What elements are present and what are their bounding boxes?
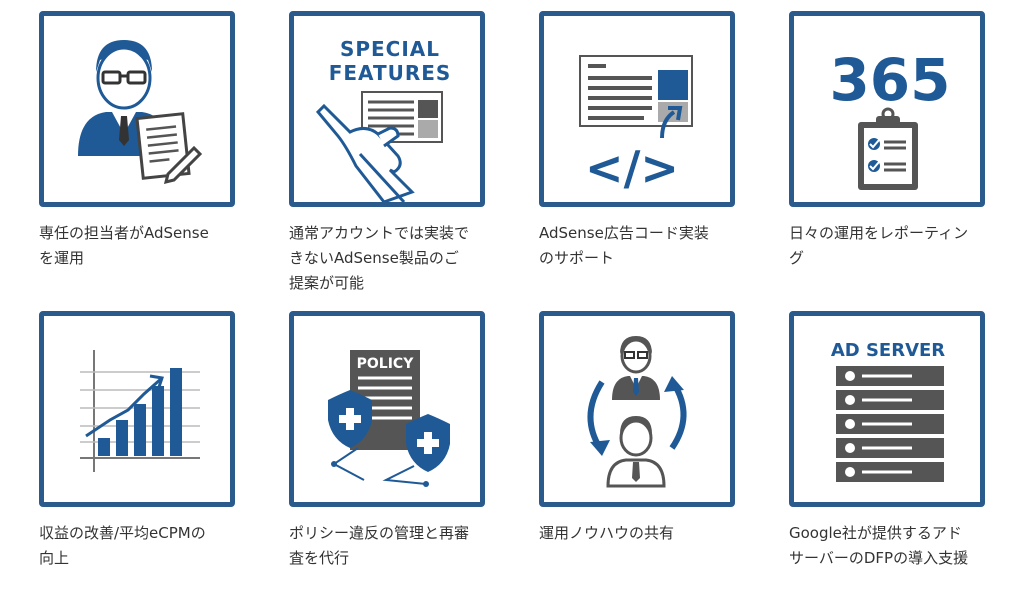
- feature-caption: Google社が提供するアド サーバーのDFPの導入支援: [789, 524, 969, 567]
- feature-tile: AD SERVER: [789, 311, 985, 507]
- ad-server-icon: AD SERVER: [831, 340, 945, 482]
- feature-caption: 通常アカウントでは実装で きないAdSense製品のご 提案が可能: [289, 224, 470, 292]
- special-label: SPECIAL: [340, 37, 440, 61]
- feature-tile: [39, 311, 235, 507]
- code-implementation-icon: </>: [579, 55, 693, 195]
- ad-server-label: AD SERVER: [831, 340, 945, 361]
- account-manager-icon: [78, 40, 203, 185]
- code-tag-symbol: </>: [585, 141, 679, 195]
- feature-caption: AdSense広告コード実装 のサポート: [539, 224, 709, 267]
- feature-tile: POLICY: [289, 311, 485, 507]
- feature-caption: ポリシー違反の管理と再審 査を代行: [289, 524, 470, 567]
- feature-caption: 運用ノウハウの共有: [539, 524, 675, 542]
- features-label: FEATURES: [329, 61, 452, 85]
- feature-caption: 日々の運用をレポーティン グ: [789, 224, 969, 267]
- revenue-chart-icon: [80, 350, 200, 472]
- special-features-icon: SPECIAL FEATURES: [315, 37, 452, 202]
- feature-caption: 収益の改善/平均eCPMの 向上: [39, 524, 206, 567]
- feature-tile: [539, 311, 735, 507]
- days-365-label: 365: [829, 46, 950, 114]
- policy-shield-icon: POLICY: [328, 350, 450, 487]
- daily-reporting-icon: 365: [829, 46, 951, 190]
- feature-caption: 専任の担当者がAdSense を運用: [39, 224, 209, 267]
- feature-tile: 365: [789, 11, 985, 207]
- policy-label: POLICY: [357, 356, 415, 372]
- feature-tile: </>: [539, 11, 735, 207]
- feature-tile: SPECIAL FEATURES: [289, 11, 485, 207]
- feature-tile: [39, 11, 235, 207]
- knowhow-sharing-icon: [587, 336, 687, 488]
